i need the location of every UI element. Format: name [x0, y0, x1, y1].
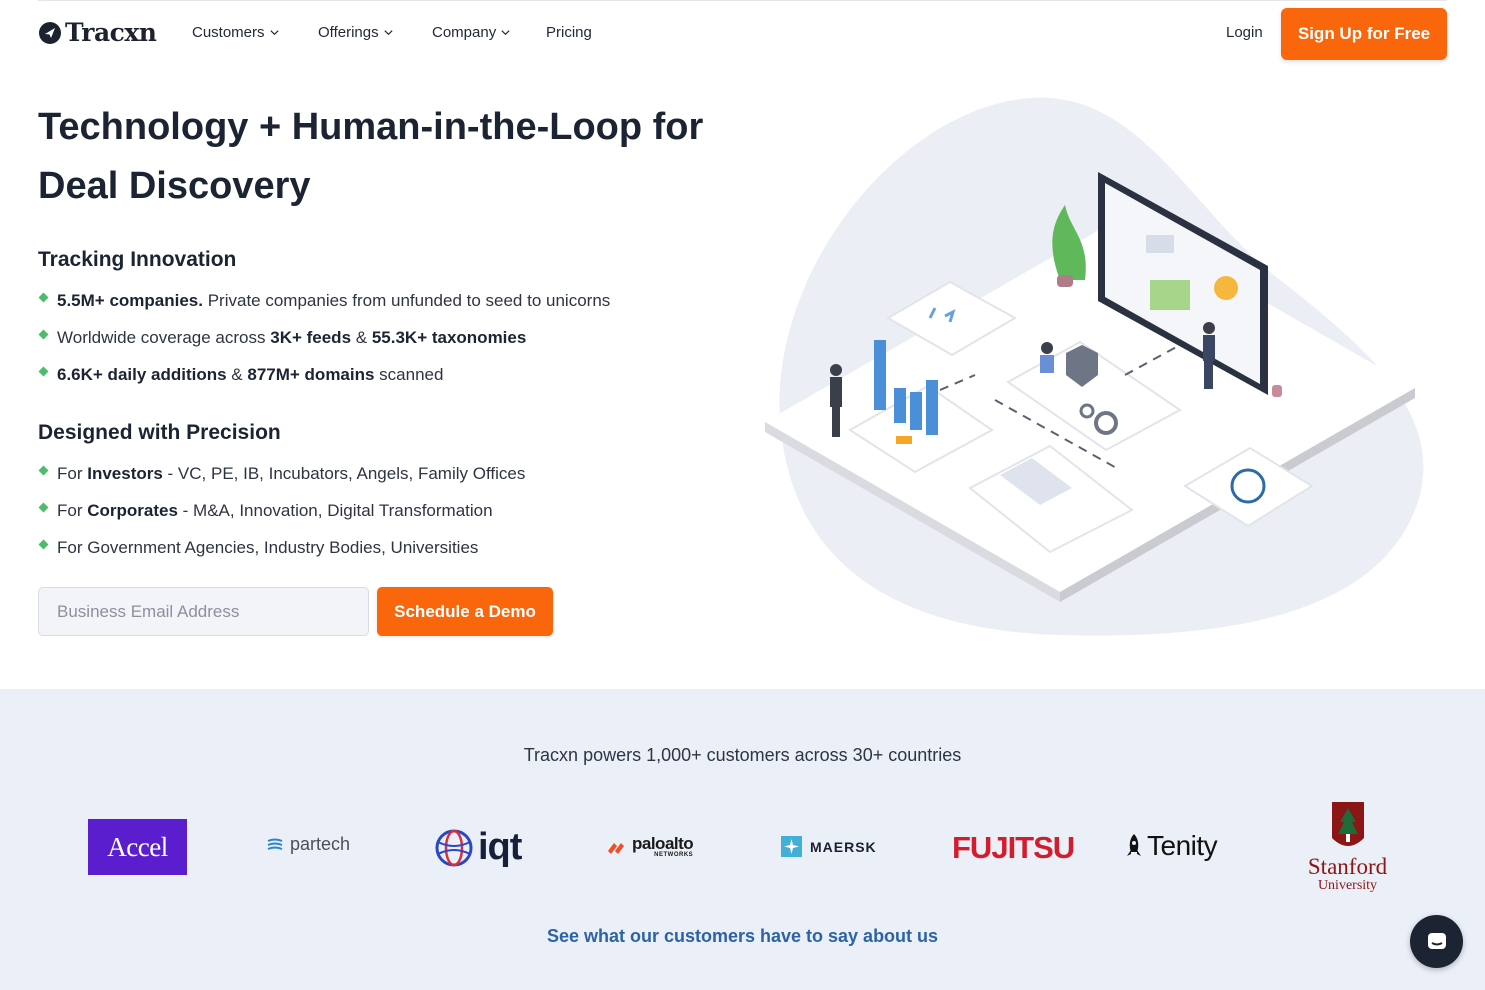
stanford-tree-icon — [1331, 802, 1364, 846]
paloalto-mark-icon — [608, 843, 624, 854]
chevron-down-icon — [501, 30, 510, 36]
menu-offerings-label: Offerings — [318, 24, 379, 41]
diamond-bullet-icon — [38, 502, 49, 513]
login-link[interactable]: Login — [1226, 24, 1263, 41]
maersk-wordmark: MAERSK — [810, 838, 877, 855]
hero-title-line2: Deal Discovery — [38, 165, 311, 207]
list-item: For Corporates - M&A, Innovation, Digita… — [38, 492, 525, 529]
tracxn-logo[interactable]: Tracxn — [38, 18, 157, 47]
logo-wordmark: Tracxn — [65, 18, 157, 47]
iqt-logo: iqt — [434, 826, 522, 869]
stanford-subtext: University — [1317, 878, 1378, 893]
bullet-text: & — [226, 364, 248, 384]
chat-icon — [1427, 932, 1446, 949]
diamond-bullet-icon — [38, 366, 49, 377]
menu-company-label: Company — [432, 24, 497, 41]
bullet-bold: 5.5M+ companies. — [57, 290, 203, 310]
schedule-demo-button[interactable]: Schedule a Demo — [377, 587, 553, 636]
menu-offerings[interactable]: Offerings — [318, 24, 432, 41]
maersk-star-icon — [781, 836, 802, 857]
bullet-bold: 877M+ domains — [247, 364, 375, 384]
accel-logo: Accel — [88, 819, 187, 875]
precision-list: For Investors - VC, PE, IB, Incubators, … — [38, 455, 525, 566]
menu-customers[interactable]: Customers — [192, 24, 318, 41]
tracxn-logo-icon — [39, 21, 61, 44]
tenity-wordmark: Tenity — [1147, 830, 1218, 861]
bullet-text: For Government Agencies, Industry Bodies… — [57, 537, 479, 557]
menu-customers-label: Customers — [192, 24, 265, 41]
tracking-heading: Tracking Innovation — [38, 248, 237, 271]
iqt-globe-icon — [435, 829, 473, 866]
menu-pricing-label: Pricing — [546, 24, 592, 41]
paloalto-wordmark: paloalto NETWORKS — [632, 834, 694, 858]
fujitsu-logo: FUJITSU — [952, 830, 1075, 865]
bullet-bold: 55.3K+ taxonomies — [371, 327, 527, 347]
list-item: 6.6K+ daily additions & 877M+ domains sc… — [38, 356, 610, 393]
chat-launcher-button[interactable] — [1410, 915, 1463, 968]
hero-illustration — [765, 97, 1424, 636]
menu-pricing[interactable]: Pricing — [546, 24, 592, 41]
paloalto-logo: paloalto NETWORKS — [606, 834, 694, 858]
precision-heading: Designed with Precision — [38, 421, 281, 444]
tenity-logo: Tenity — [1125, 830, 1218, 862]
list-item: For Investors - VC, PE, IB, Incubators, … — [38, 455, 525, 492]
menu-company[interactable]: Company — [432, 24, 546, 41]
diamond-bullet-icon — [38, 465, 49, 476]
bullet-text: - M&A, Innovation, Digital Transformatio… — [177, 500, 493, 520]
partech-wave-icon — [267, 838, 283, 850]
customers-title: Tracxn powers 1,000+ customers across 30… — [523, 745, 962, 765]
paloalto-text: paloalto — [632, 834, 694, 853]
testimonials-link[interactable]: See what our customers have to say about… — [546, 926, 939, 946]
list-item: For Government Agencies, Industry Bodies… — [38, 529, 525, 566]
partech-wordmark: partech — [290, 834, 351, 854]
bullet-bold: 3K+ feeds — [270, 327, 352, 347]
diamond-bullet-icon — [38, 329, 49, 340]
top-nav: Tracxn Customers Offerings Company Prici… — [0, 0, 1485, 68]
hero-title-line1: Technology + Human-in-the-Loop for — [38, 106, 704, 148]
top-divider — [38, 0, 1447, 1]
bullet-bold: 6.6K+ daily additions — [57, 364, 227, 384]
stanford-wordmark: Stanford — [1307, 854, 1388, 879]
bullet-text: & — [351, 327, 372, 347]
chevron-down-icon — [384, 30, 393, 36]
list-item: 5.5M+ companies. Private companies from … — [38, 282, 610, 319]
paloalto-subtext: NETWORKS — [654, 852, 694, 858]
customers-section — [0, 689, 1485, 990]
bullet-bold: Investors — [87, 463, 163, 483]
bullet-text: For — [57, 463, 88, 483]
diamond-bullet-icon — [38, 539, 49, 550]
maersk-logo: MAERSK — [781, 836, 877, 857]
bullet-text: For — [57, 500, 88, 520]
bullet-bold: Corporates — [87, 500, 178, 520]
bullet-text: Private companies from unfunded to seed … — [202, 290, 611, 310]
bullet-text: scanned — [374, 364, 444, 384]
signup-button[interactable]: Sign Up for Free — [1281, 8, 1447, 60]
stanford-logo: Stanford University — [1300, 800, 1395, 893]
rocket-icon — [1127, 834, 1141, 856]
partech-logo: partech — [266, 834, 350, 855]
chevron-down-icon — [269, 30, 279, 36]
list-item: Worldwide coverage across 3K+ feeds & 55… — [38, 319, 610, 356]
bullet-text: - VC, PE, IB, Incubators, Angels, Family… — [162, 463, 526, 483]
main-menu: Customers Offerings Company Pricing — [192, 24, 592, 41]
iqt-wordmark: iqt — [478, 826, 522, 868]
business-email-input[interactable] — [38, 587, 369, 636]
tracking-list: 5.5M+ companies. Private companies from … — [38, 282, 610, 393]
diamond-bullet-icon — [38, 292, 49, 303]
customer-logos: Accel partech iqt paloalto NETWORKS MAER… — [0, 800, 1485, 900]
hero-title: Technology + Human-in-the-Loop for Deal … — [38, 98, 738, 216]
bullet-text: Worldwide coverage across — [57, 327, 271, 347]
